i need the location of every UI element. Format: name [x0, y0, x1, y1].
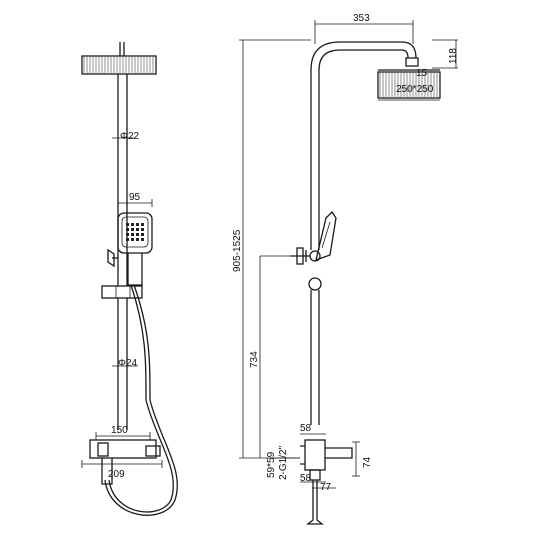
dim-pipe-diameter: Φ22: [120, 131, 140, 142]
dim-head-height: 118: [448, 48, 459, 64]
dim-spout-reach: 77: [320, 482, 332, 493]
dim-head-size: 250*250: [396, 84, 434, 95]
dim-handheld-width: 95: [129, 192, 141, 203]
dim-inlet-size: 59*59: [266, 451, 277, 478]
side-view: 353 15 250*250 118 905-1525: [232, 13, 459, 525]
front-view: Φ22 95 Φ24: [81, 42, 178, 516]
dim-mixer-top: 150: [111, 425, 128, 436]
dim-mixer-bottom: 209: [108, 469, 125, 480]
rain-shower-head: [81, 55, 157, 75]
dim-bottom-depth: 58: [300, 473, 312, 484]
dim-total-height: 905-1525: [232, 229, 243, 272]
dim-arm-reach: 353: [353, 13, 370, 24]
riser-pipe: [117, 74, 128, 430]
dim-hose-diameter: Φ24: [118, 358, 138, 369]
dim-mixer-height: 74: [362, 456, 373, 468]
shower-hose: [104, 284, 178, 516]
side-handheld: [290, 210, 337, 291]
dim-head-offset: 15: [416, 68, 428, 79]
handheld-shower: 95: [107, 192, 153, 286]
slide-bracket: [101, 285, 143, 299]
mixer-valve: 150 209: [81, 425, 163, 485]
dim-thread: 2-G1/2": [278, 445, 289, 480]
dim-outlet-height: 734: [249, 351, 260, 368]
side-rain-head: 15: [377, 57, 441, 99]
dim-mixer-depth: 58: [300, 423, 312, 434]
side-riser: [310, 41, 417, 425]
side-mixer: 58 74 58 77: [300, 423, 373, 525]
